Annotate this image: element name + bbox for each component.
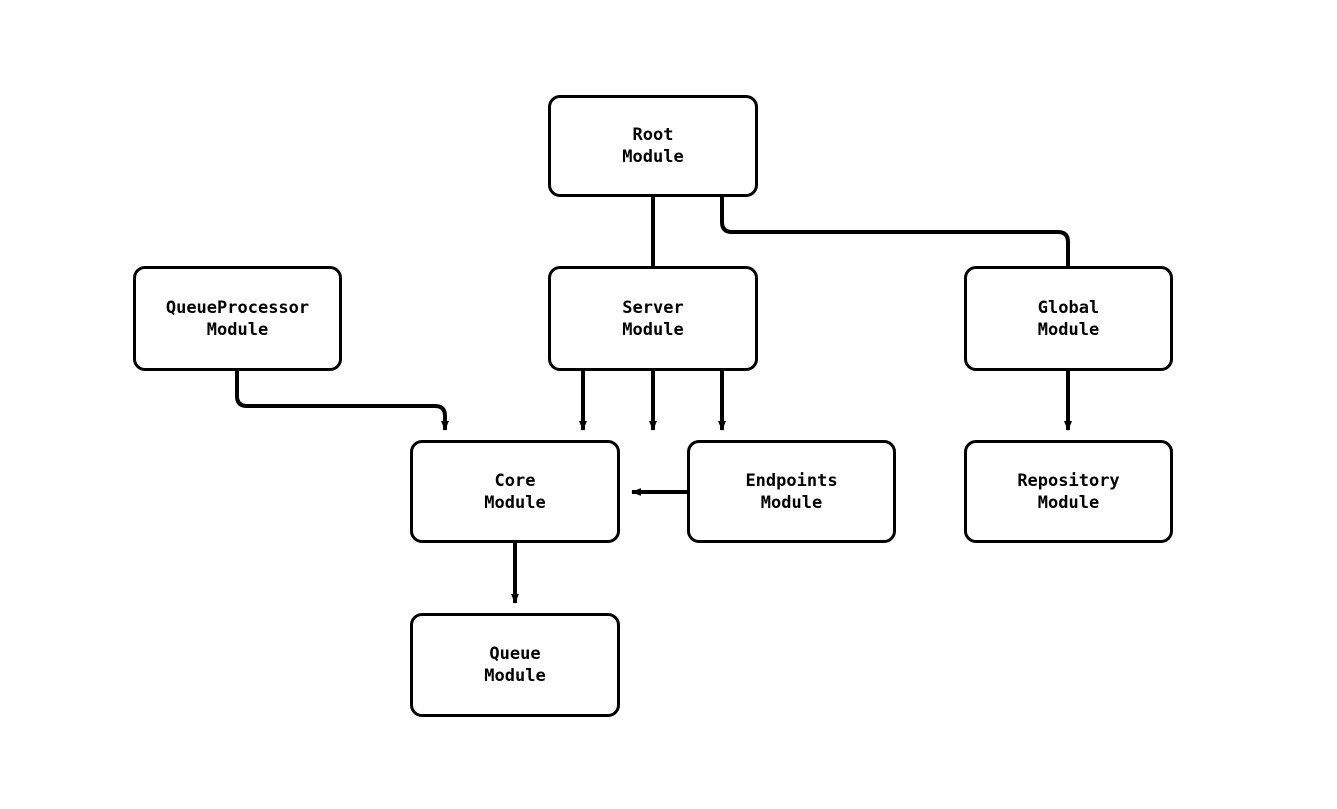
node-core-module-label: Core Module	[484, 470, 546, 513]
node-global-module[interactable]: Global Module	[964, 266, 1173, 371]
node-queueprocessor-module[interactable]: QueueProcessor Module	[133, 266, 342, 371]
node-queue-module[interactable]: Queue Module	[410, 613, 620, 717]
node-queueprocessor-module-label: QueueProcessor Module	[165, 297, 310, 340]
node-server-module[interactable]: Server Module	[548, 266, 758, 371]
node-root-module-label: Root Module	[622, 125, 684, 167]
node-server-module-label: Server Module	[622, 297, 684, 340]
node-repository-module-label: Repository Module	[1017, 470, 1120, 513]
node-core-module[interactable]: Core Module	[410, 440, 620, 543]
node-endpoints-module-label: Endpoints Module	[745, 470, 838, 513]
edge-root-to-global	[720, 197, 1072, 431]
node-queue-module-label: Queue Module	[484, 644, 546, 686]
node-global-module-label: Global Module	[1037, 297, 1100, 340]
edge-queueprocessor-to-core	[235, 371, 449, 431]
node-endpoints-module[interactable]: Endpoints Module	[687, 440, 896, 543]
node-root-module[interactable]: Root Module	[548, 95, 758, 197]
node-repository-module[interactable]: Repository Module	[964, 440, 1173, 543]
